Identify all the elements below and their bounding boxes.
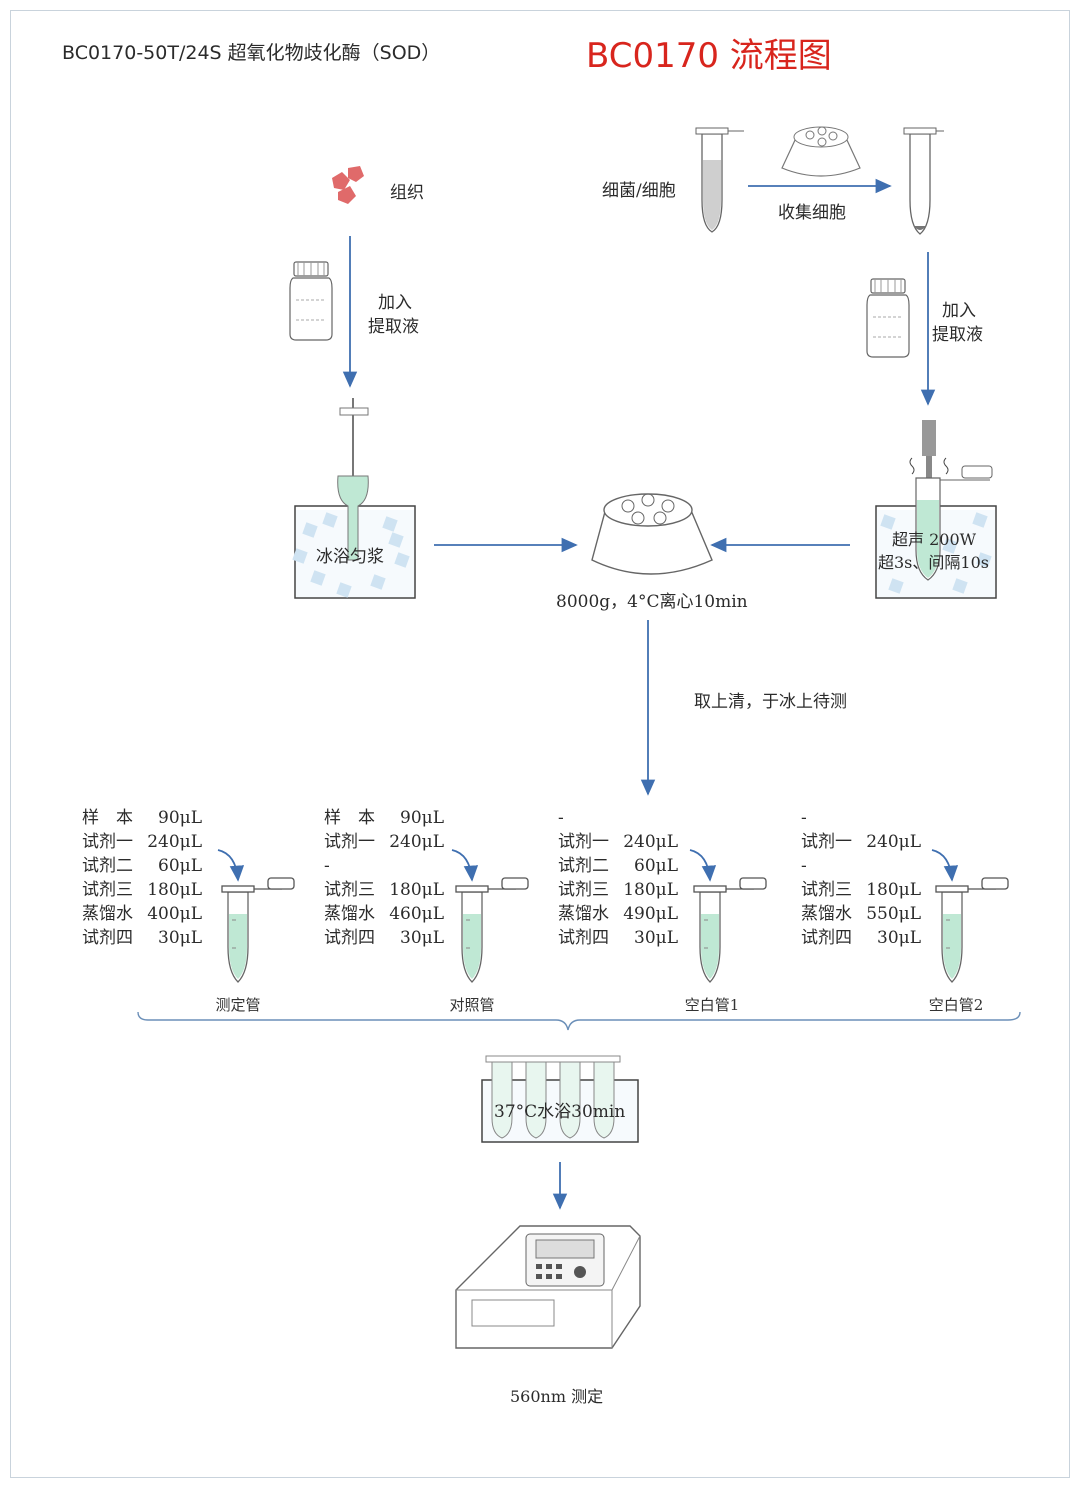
reagent-list-control: 样 本 90μL 试剂一 240μL - 试剂三 180μL 蒸馏水 460μL 试剂四… xyxy=(324,806,444,950)
water-bath-icon xyxy=(481,1055,639,1143)
reagent-list-blank-2: - 试剂一 240μL - 试剂三 180μL 蒸馏水 550μL 试剂四 30μL xyxy=(801,806,921,950)
reagent-list-blank-1: - 试剂一 240μL 试剂二 60μL 试剂三 180μL 蒸馏水 490μL 试剂四… xyxy=(558,806,678,950)
flow-title: BC0170 流程图 xyxy=(586,36,832,76)
reagent-name: 蒸馏水 xyxy=(801,904,852,924)
reagent-volume: 30μL xyxy=(634,928,678,948)
reagent-list-measure: 样 本 90μL 试剂一 240μL 试剂二 60μL 试剂三 180μL 蒸馏水 400… xyxy=(82,806,202,950)
homogenizer-icon xyxy=(294,398,416,599)
reagent-name: 试剂二 xyxy=(558,856,609,876)
reagent-name: 试剂三 xyxy=(801,880,852,900)
reagent-volume: 180μL xyxy=(623,880,678,900)
reagent-volume: 240μL xyxy=(866,832,921,852)
reagent-name: 样 本 xyxy=(82,808,133,828)
reagent-name: 试剂二 xyxy=(82,856,133,876)
reagent-name: 试剂四 xyxy=(82,928,133,948)
reagent-name: 蒸馏水 xyxy=(82,904,133,924)
extraction-bottle-right xyxy=(866,278,910,358)
reagent-name: 试剂一 xyxy=(558,832,609,852)
tube-blank-2 xyxy=(931,849,1009,983)
reagent-volume: 180μL xyxy=(147,880,202,900)
extraction-bottle-left xyxy=(289,261,333,341)
reagent-name: - xyxy=(324,856,330,876)
reagent-name: - xyxy=(801,808,807,828)
tube-label-control: 对照管 xyxy=(449,996,495,1014)
tube-blank-1 xyxy=(689,849,767,983)
reagent-name: 试剂四 xyxy=(801,928,852,948)
reagent-name: 试剂一 xyxy=(801,832,852,852)
collect-cells-label: 收集细胞 xyxy=(778,203,846,223)
reagent-volume: 240μL xyxy=(147,832,202,852)
reagent-volume: 180μL xyxy=(389,880,444,900)
reagent-name: 蒸馏水 xyxy=(558,904,609,924)
reagent-volume: 60μL xyxy=(158,856,202,876)
supernatant-label: 取上清，于冰上待测 xyxy=(694,692,847,712)
reagent-name: 试剂三 xyxy=(324,880,375,900)
bacteria-label: 细菌/细胞 xyxy=(602,181,676,201)
centrifuge-label: 8000g，4°C离心10min xyxy=(556,592,748,612)
tube-label-measure: 测定管 xyxy=(215,996,261,1014)
tube-label-blank-2: 空白管2 xyxy=(928,996,984,1014)
reagent-volume: 30μL xyxy=(158,928,202,948)
reagent-volume: 490μL xyxy=(623,904,678,924)
tissue-icon xyxy=(332,166,364,204)
reagent-volume: 60μL xyxy=(634,856,678,876)
tube-measure xyxy=(217,849,295,983)
reagent-volume: 460μL xyxy=(389,904,444,924)
water-bath-label: 37°C水浴30min xyxy=(494,1102,626,1122)
tissue-label: 组织 xyxy=(390,183,424,203)
reagent-name: 试剂一 xyxy=(82,832,133,852)
left-add-label-2: 提取液 xyxy=(368,317,419,337)
reagent-name: 试剂一 xyxy=(324,832,375,852)
tube-control xyxy=(451,849,529,983)
reagent-name: - xyxy=(558,808,564,828)
left-add-label-1: 加入 xyxy=(378,293,412,313)
sonication-label-2: 超3s、间隔10s xyxy=(878,553,989,572)
reagent-volume: 30μL xyxy=(877,928,921,948)
kit-title: BC0170-50T/24S 超氧化物歧化酶（SOD） xyxy=(62,42,441,64)
reagent-volume: 180μL xyxy=(866,880,921,900)
reagent-volume: 240μL xyxy=(389,832,444,852)
centrifuge-icon xyxy=(591,493,713,575)
reagent-volume: 550μL xyxy=(866,904,921,924)
reagent-volume: 240μL xyxy=(623,832,678,852)
reagent-volume: 400μL xyxy=(147,904,202,924)
page-frame xyxy=(10,10,1070,1478)
reagent-name: 蒸馏水 xyxy=(324,904,375,924)
group-brace xyxy=(137,1011,1021,1031)
homogenize-label: 冰浴匀浆 xyxy=(316,547,384,567)
reagent-name: 试剂三 xyxy=(82,880,133,900)
reagent-name: - xyxy=(801,856,807,876)
small-centrifuge-icon xyxy=(781,126,861,177)
pellet-tube-icon xyxy=(903,127,944,235)
tube-label-blank-1: 空白管1 xyxy=(684,996,740,1014)
reagent-volume: 30μL xyxy=(400,928,444,948)
spectrophotometer-icon xyxy=(455,1225,641,1349)
reagent-name: 样 本 xyxy=(324,808,375,828)
reagent-volume: 90μL xyxy=(400,808,444,828)
reagent-name: 试剂四 xyxy=(324,928,375,948)
reagent-name: 试剂三 xyxy=(558,880,609,900)
reagent-volume: 90μL xyxy=(158,808,202,828)
reagent-name: 试剂四 xyxy=(558,928,609,948)
bacteria-tube-icon xyxy=(695,127,744,233)
sonication-label-1: 超声 200W xyxy=(892,530,977,549)
right-add-label-1: 加入 xyxy=(942,301,976,321)
right-add-label-2: 提取液 xyxy=(932,325,983,345)
measure-label: 560nm 测定 xyxy=(510,1387,604,1406)
